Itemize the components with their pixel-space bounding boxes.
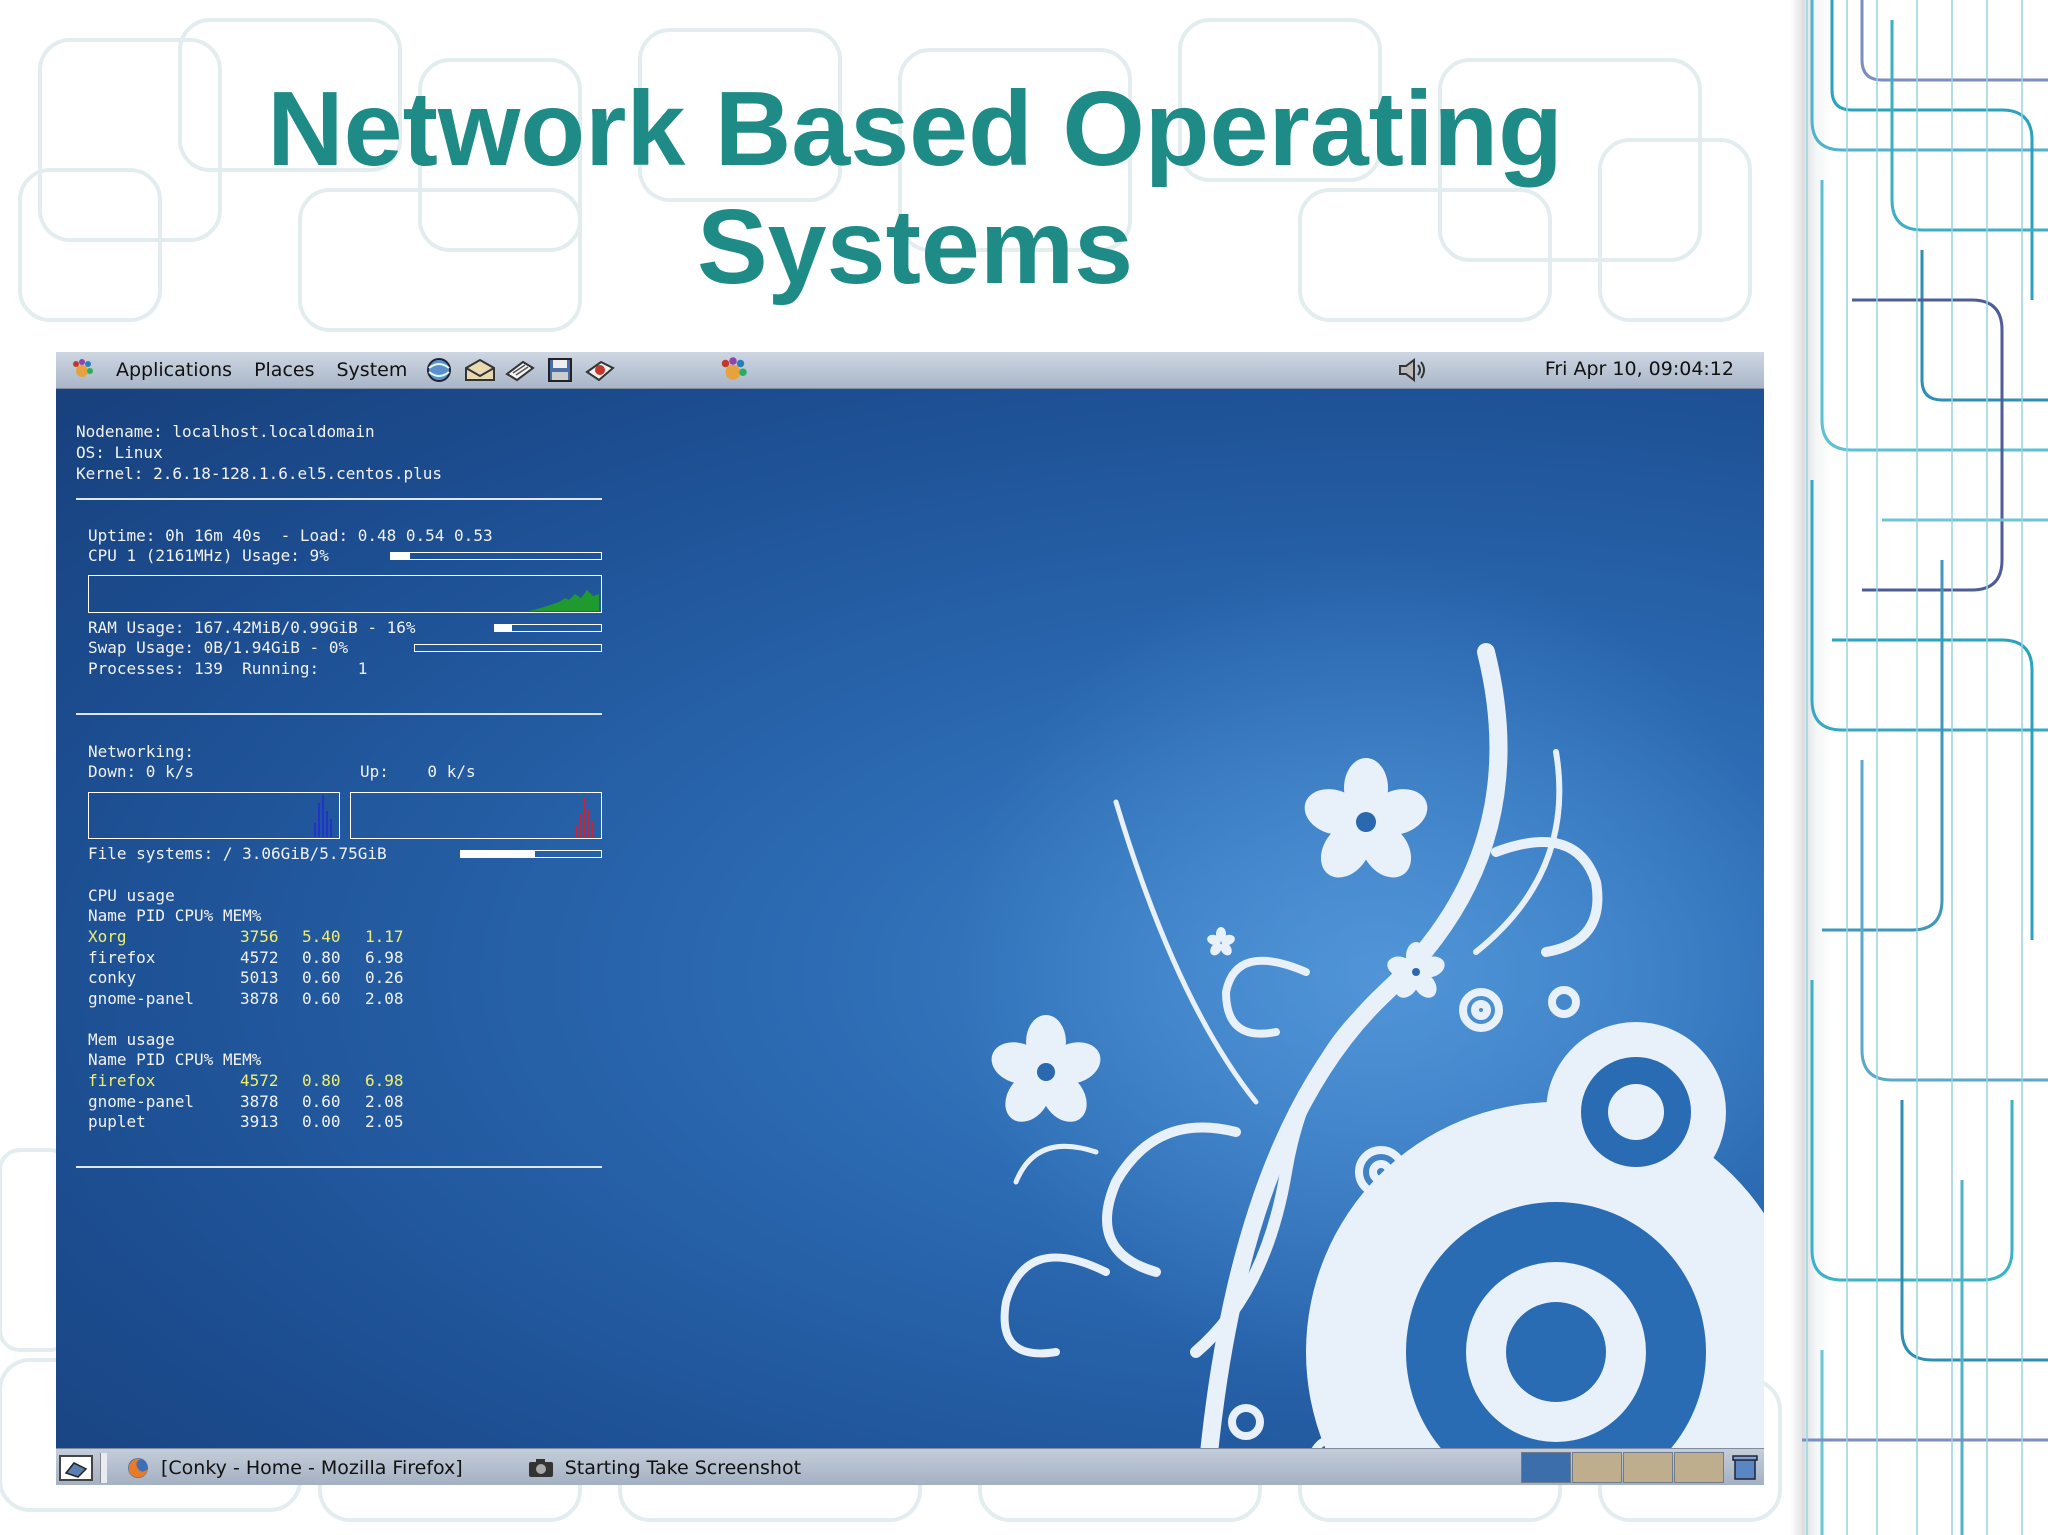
mail-icon[interactable] (463, 356, 497, 384)
menu-applications[interactable]: Applications (116, 359, 233, 381)
slide-title: Network Based Operating Systems (120, 70, 1710, 306)
top-panel: Applications Places System Fri Apr 10, 0… (56, 352, 1764, 389)
cpu-graph-trace (529, 590, 599, 611)
mem-table-header: Name PID CPU% MEM% (88, 1050, 262, 1069)
mem-table-mem-cell: 6.98 (365, 1071, 404, 1090)
gnome-foot-applet-icon[interactable] (718, 356, 748, 386)
mem-table-pid-cell: 3878 (240, 1091, 279, 1111)
menu-system[interactable]: System (336, 359, 408, 381)
cpu-table-name-cell: firefox (88, 947, 156, 967)
cpu-usage-text: CPU 1 (2161MHz) Usage: 9% (88, 546, 329, 565)
ram-usage-bar-fill (495, 625, 512, 631)
workspace-switcher (1520, 1452, 1724, 1483)
filesystem-text: File systems: / 3.06GiB/5.75GiB (88, 844, 387, 863)
workspace-4[interactable] (1674, 1452, 1724, 1483)
taskbar-screenshot-window[interactable]: Starting Take Screenshot (527, 1457, 801, 1479)
divider (76, 1166, 602, 1168)
os-text: OS: Linux (76, 443, 163, 462)
taskbar-firefox-label: [Conky - Home - Mozilla Firefox] (161, 1456, 463, 1479)
cpu-table-pid-cell: 4572 (240, 947, 279, 967)
volume-icon[interactable] (1396, 357, 1430, 383)
menu-places[interactable]: Places (254, 359, 315, 381)
cpu-table-cpu-cell: 5.40 (302, 927, 341, 946)
upload-graph-trace (576, 797, 594, 837)
wallpaper-floral-art (956, 552, 1764, 1485)
processes-text: Processes: 139 Running: 1 (88, 659, 368, 678)
camera-icon (528, 1458, 553, 1477)
workspace-2[interactable] (1572, 1452, 1622, 1483)
firefox-icon (128, 1457, 148, 1478)
cpu-table-name-cell: conky (88, 968, 137, 988)
cpu-usage-bar (390, 552, 602, 560)
slide-title-line-2: Systems (696, 188, 1134, 306)
mem-table-cpu-cell: 0.00 (302, 1112, 341, 1132)
desktop-screenshot: Applications Places System Fri Apr 10, 0… (56, 352, 1764, 1485)
cpu-table-cpu-cell: 0.80 (302, 947, 341, 967)
cpu-history-graph (88, 575, 602, 613)
taskbar-firefox-window[interactable]: [Conky - Home - Mozilla Firefox] (125, 1455, 463, 1481)
cpu-table-mem-cell: 1.17 (365, 927, 404, 946)
mem-table-cpu-cell: 0.60 (302, 1091, 341, 1111)
cpu-usage-header: CPU usage (88, 886, 175, 905)
taskbar-screenshot-label: Starting Take Screenshot (564, 1456, 802, 1479)
uptime-load-text: Uptime: 0h 16m 40s - Load: 0.48 0.54 0.5… (88, 526, 493, 545)
upload-rate-text: Up: 0 k/s (360, 762, 476, 781)
trash-icon[interactable] (1730, 1453, 1760, 1481)
kernel-text: Kernel: 2.6.18-128.1.6.el5.centos.plus (76, 464, 443, 483)
mem-usage-header: Mem usage (88, 1030, 175, 1049)
cpu-table-pid-cell: 5013 (240, 968, 279, 988)
cpu-table-name-cell: gnome-panel (88, 988, 194, 1008)
slide-title-line-1: Network Based Operating (267, 70, 1563, 188)
mem-table-pid-cell: 4572 (240, 1071, 279, 1090)
decorative-line-strip (1802, 0, 2048, 1535)
show-desktop-icon[interactable] (58, 1453, 94, 1483)
cpu-table-mem-cell: 6.98 (365, 947, 404, 967)
download-rate-text: Down: 0 k/s (88, 762, 194, 781)
filesystem-usage-bar (460, 850, 602, 858)
mem-table-mem-cell: 2.08 (365, 1091, 404, 1111)
floppy-icon[interactable] (543, 356, 577, 384)
panel-clock[interactable]: Fri Apr 10, 09:04:12 (1544, 358, 1734, 380)
divider (76, 498, 602, 500)
cpu-table-mem-cell: 2.08 (365, 988, 404, 1008)
upload-graph (350, 792, 602, 839)
mem-table-pid-cell: 3913 (240, 1112, 279, 1132)
mem-table-name-cell: puplet (88, 1112, 146, 1132)
workspace-1[interactable] (1521, 1452, 1571, 1483)
cpu-table-header: Name PID CPU% MEM% (88, 906, 262, 925)
bottom-panel: [Conky - Home - Mozilla Firefox] Startin… (56, 1448, 1764, 1485)
panel-separator (100, 1452, 107, 1483)
cpu-table-pid-cell: 3878 (240, 988, 279, 1008)
download-graph (88, 792, 340, 839)
networking-label: Networking: (88, 742, 194, 761)
mem-table-name-cell: firefox (88, 1071, 156, 1090)
gnome-foot-icon[interactable] (70, 358, 94, 382)
cpu-table-cpu-cell: 0.60 (302, 968, 341, 988)
swap-usage-text: Swap Usage: 0B/1.94GiB - 0% (88, 638, 349, 657)
web-browser-icon[interactable] (423, 356, 457, 384)
mem-table-name-cell: gnome-panel (88, 1091, 194, 1111)
help-icon[interactable] (583, 356, 617, 384)
cpu-table-cpu-cell: 0.60 (302, 988, 341, 1008)
mem-table-mem-cell: 2.05 (365, 1112, 404, 1132)
cpu-table-mem-cell: 0.26 (365, 968, 404, 988)
swap-usage-bar (414, 644, 602, 652)
filesystem-usage-bar-fill (461, 851, 536, 857)
ram-usage-bar (494, 624, 602, 632)
text-editor-icon[interactable] (503, 356, 537, 384)
slide-edge-shadow (1790, 0, 1804, 1535)
workspace-3[interactable] (1623, 1452, 1673, 1483)
cpu-table-name-cell: Xorg (88, 927, 127, 946)
download-graph-trace (314, 795, 332, 837)
cpu-usage-bar-fill (391, 553, 410, 559)
cpu-table-pid-cell: 3756 (240, 927, 279, 946)
ram-usage-text: RAM Usage: 167.42MiB/0.99GiB - 16% (88, 618, 416, 637)
divider (76, 713, 602, 715)
nodename-text: Nodename: localhost.localdomain (76, 422, 375, 441)
mem-table-cpu-cell: 0.80 (302, 1071, 341, 1090)
